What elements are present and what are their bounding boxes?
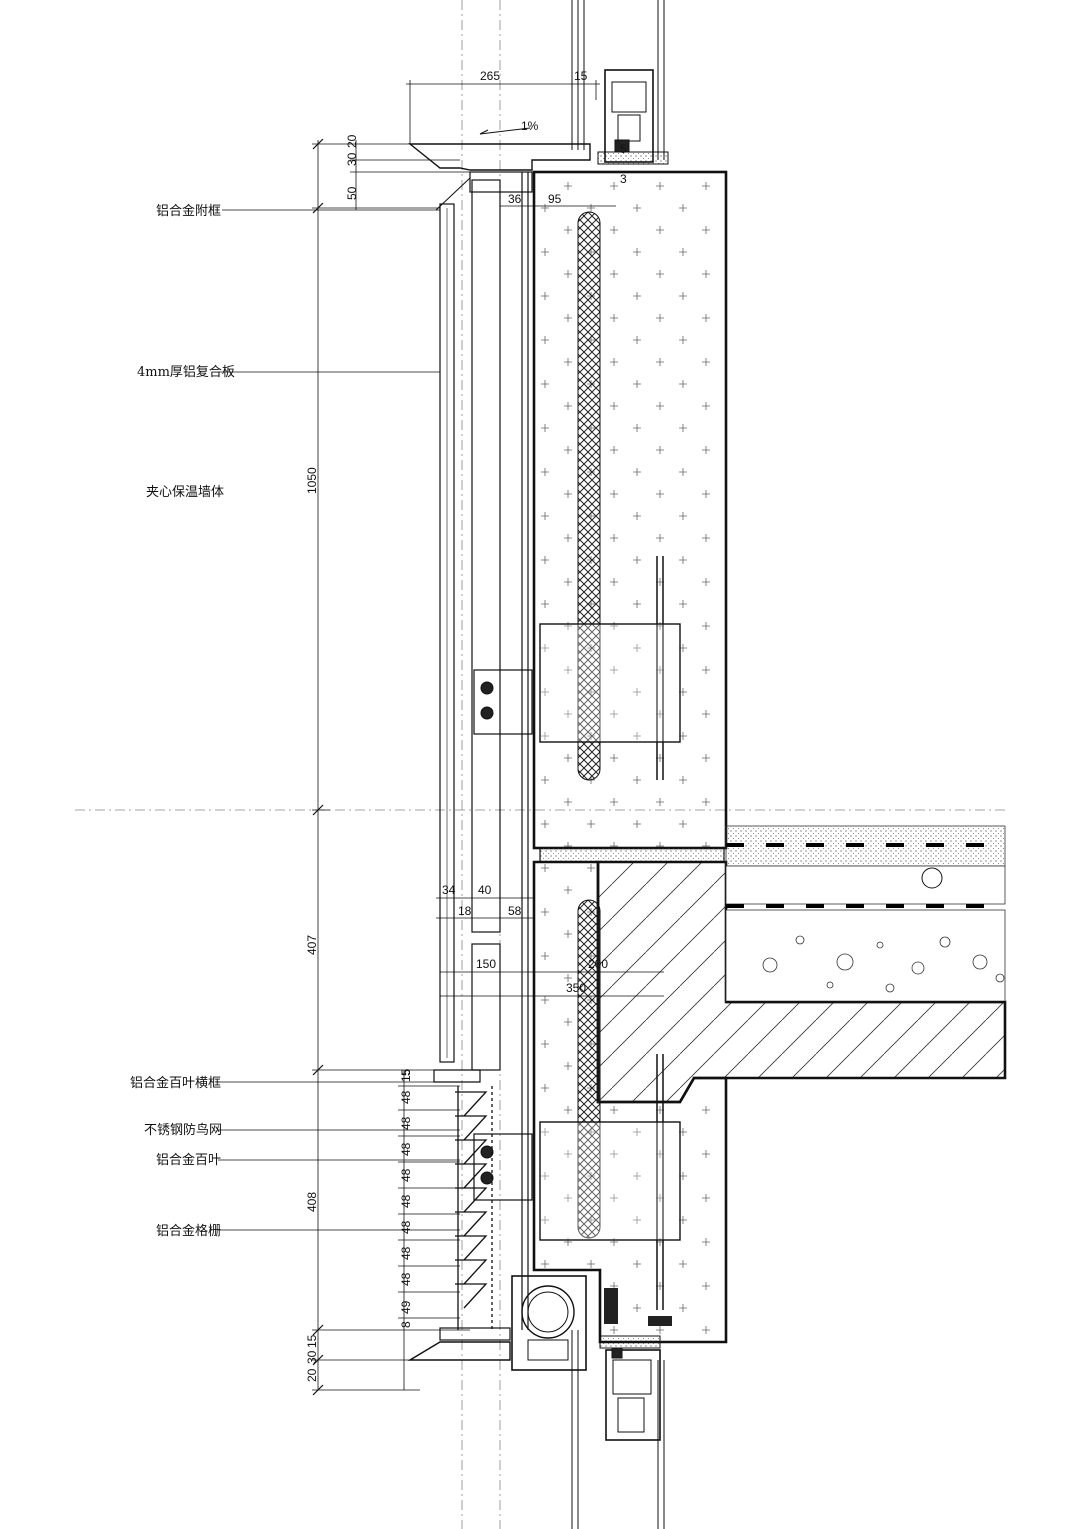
dim-20-bottom: 20: [305, 1368, 319, 1382]
dim-1050: 1050: [305, 467, 319, 494]
dim-350: 350: [566, 981, 586, 995]
dim-30-bottom: 30: [305, 1350, 319, 1364]
aluminium-panel-system: [407, 127, 591, 1361]
label-bird-mesh: 不锈钢防鸟网: [144, 1122, 222, 1138]
dim-48-a: 48: [399, 1090, 413, 1104]
dim-3-top: 3: [620, 172, 627, 186]
dim-slope: 1%: [521, 119, 539, 133]
floor-slab: [539, 825, 1007, 1104]
label-louver-frame: 铝合金百叶横框: [130, 1075, 221, 1091]
dim-48-c: 48: [399, 1142, 413, 1156]
louver-blades: [455, 1086, 493, 1330]
dim-48-h: 48: [399, 1272, 413, 1286]
dim-15-top: 15: [574, 69, 588, 83]
dim-407: 407: [305, 935, 319, 955]
leader-lines: [218, 209, 460, 1231]
top-dimension-text: 265 15 1% 36 95 5 3: [480, 69, 627, 206]
dim-18: 18: [458, 904, 472, 918]
dim-265: 265: [480, 69, 500, 83]
dim-48-f: 48: [399, 1220, 413, 1234]
dim-58: 58: [508, 904, 522, 918]
dim-30: 30: [345, 152, 359, 166]
dim-95: 95: [548, 192, 562, 206]
mid-dimension-text: 34 40 18 58 150 200 350: [442, 883, 608, 995]
dim-15-louver: 15: [399, 1068, 413, 1082]
dim-36: 36: [508, 192, 522, 206]
upper-window-frame: [571, 0, 669, 165]
dim-408: 408: [305, 1192, 319, 1212]
dim-48-b: 48: [399, 1116, 413, 1130]
component-labels: 铝合金附框 4mm厚铝复合板 夹心保温墙体 铝合金百叶横框 不锈钢防鸟网 铝合金…: [130, 203, 235, 1239]
dim-200: 200: [588, 957, 608, 971]
sandwich-wall-upper: [532, 170, 728, 850]
label-panel: 4mm厚铝复合板: [137, 365, 235, 380]
label-wall: 夹心保温墙体: [146, 485, 224, 500]
dim-150: 150: [476, 957, 496, 971]
left-dimension-text: 30 20 50 1050 407 408 15 48 5 48 48 48 4…: [305, 134, 413, 1382]
dim-15-bottom: 15: [305, 1334, 319, 1348]
pivot-profile: [511, 1275, 587, 1371]
dim-49: 49: [399, 1300, 413, 1314]
label-aux-frame: 铝合金附框: [156, 203, 221, 219]
label-louver: 铝合金百叶: [156, 1152, 221, 1168]
sandwich-wall-lower: [532, 860, 728, 1344]
dim-48-d: 48: [399, 1168, 413, 1182]
top-dimension-lines: [406, 80, 664, 997]
dim-20: 20: [345, 134, 359, 148]
dim-50: 50: [345, 186, 359, 200]
left-dimension-chain: [312, 140, 470, 1391]
dim-48-g: 48: [399, 1246, 413, 1260]
dim-5-top: 5: [620, 142, 627, 156]
label-grille: 铝合金格栅: [156, 1223, 221, 1239]
dim-34: 34: [442, 883, 456, 897]
dim-8: 8: [399, 1321, 413, 1328]
left-dimension-ticks: [312, 138, 324, 1396]
dim-40: 40: [478, 883, 492, 897]
dim-48-e: 48: [399, 1194, 413, 1208]
dim-5-louver: 5: [399, 1069, 413, 1076]
